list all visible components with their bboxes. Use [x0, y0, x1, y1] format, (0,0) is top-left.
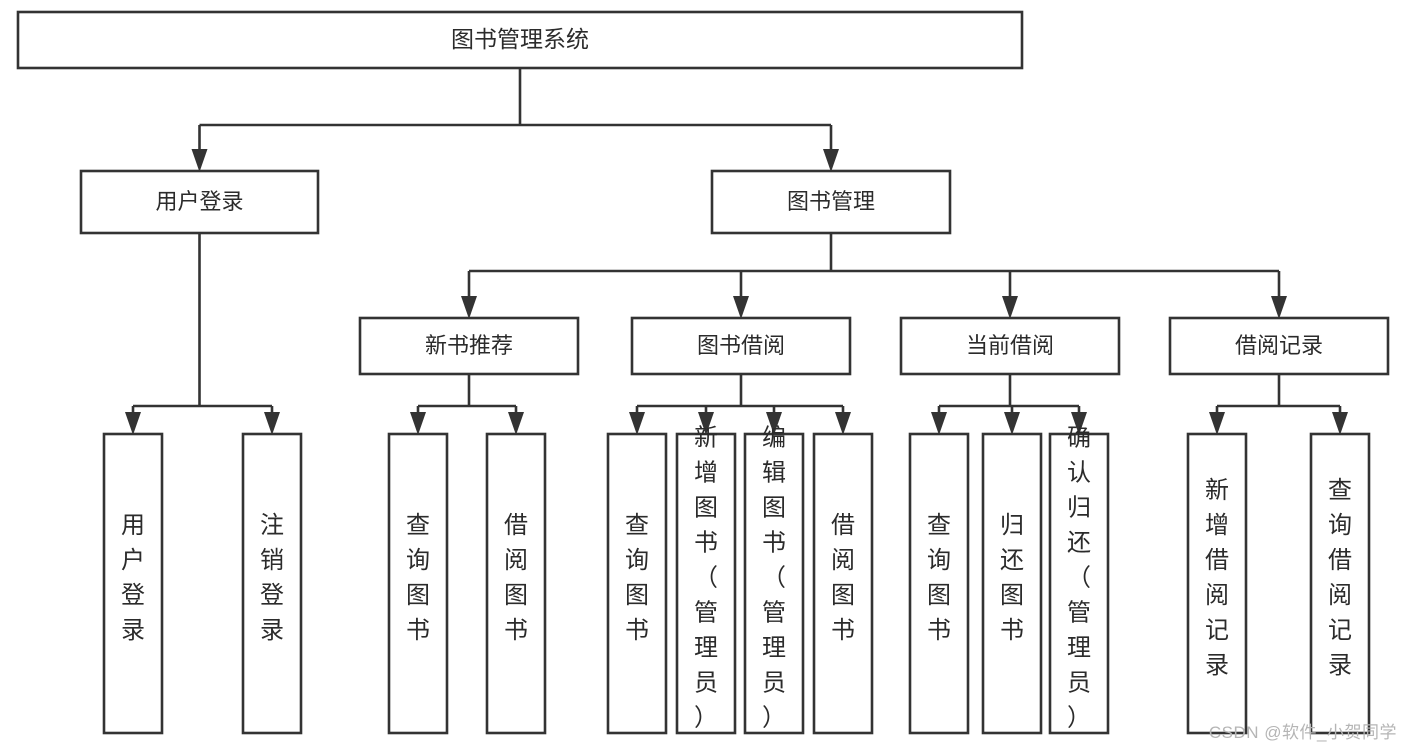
node-label-leaf-query-book-recommend: 查询图书 — [406, 512, 430, 644]
node-label-leaf-confirm-return-admin: 确认归还（管理员） — [1067, 425, 1091, 732]
node-label-leaf-borrow-book: 借阅图书 — [831, 512, 855, 644]
connector-book-manage-to-level3 — [461, 233, 1287, 319]
node-label-new-book-recommend: 新书推荐 — [425, 333, 513, 358]
node-label-leaf-logout-login: 注销登录 — [260, 512, 284, 644]
node-box-leaf-logout-login — [241, 432, 303, 735]
node-label-leaf-return-book: 归还图书 — [1000, 512, 1024, 644]
connector-borrow-to-leaves — [629, 374, 851, 435]
node-leaf-borrow-book[interactable]: 借阅图书 — [812, 432, 874, 735]
connector-root-to-level2 — [191, 68, 839, 172]
node-user-login[interactable]: 用户登录 — [79, 169, 320, 235]
node-label-leaf-user-login: 用户登录 — [121, 512, 145, 644]
node-root[interactable]: 图书管理系统 — [16, 10, 1024, 70]
node-label-book-manage: 图书管理 — [787, 189, 875, 214]
node-label-leaf-add-borrow-record: 新增借阅记录 — [1205, 477, 1229, 679]
node-label-leaf-query-book-current: 查询图书 — [927, 512, 951, 644]
node-label-leaf-add-book-admin: 新增图书（管理员） — [694, 425, 718, 732]
node-label-book-borrow: 图书借阅 — [697, 333, 785, 358]
node-layer: 图书管理系统用户登录图书管理新书推荐图书借阅当前借阅借阅记录用户登录注销登录查询… — [16, 10, 1390, 735]
node-box-leaf-add-borrow-record — [1186, 432, 1248, 735]
node-label-leaf-borrow-book-recommend: 借阅图书 — [504, 512, 528, 644]
node-box-leaf-add-book-admin — [675, 432, 737, 735]
node-box-leaf-borrow-book-recommend — [485, 432, 547, 735]
node-box-book-manage — [710, 169, 952, 235]
node-box-leaf-edit-book-admin — [743, 432, 805, 735]
node-leaf-confirm-return-admin[interactable]: 确认归还（管理员） — [1048, 425, 1110, 735]
node-box-current-borrow — [899, 316, 1121, 376]
connector-recommend-to-leaves — [410, 374, 524, 435]
node-leaf-return-book[interactable]: 归还图书 — [981, 432, 1043, 735]
csdn-watermark: CSDN @软件_小贺同学 — [1208, 723, 1397, 742]
connector-user-login-to-leaves — [125, 233, 280, 435]
node-leaf-add-book-admin[interactable]: 新增图书（管理员） — [675, 425, 737, 735]
node-leaf-borrow-book-recommend[interactable]: 借阅图书 — [485, 432, 547, 735]
node-label-borrow-record: 借阅记录 — [1235, 333, 1323, 358]
node-box-leaf-user-login — [102, 432, 164, 735]
node-leaf-query-book-current[interactable]: 查询图书 — [908, 432, 970, 735]
node-box-book-borrow — [630, 316, 852, 376]
node-leaf-user-login[interactable]: 用户登录 — [102, 432, 164, 735]
node-box-leaf-query-book-recommend — [387, 432, 449, 735]
node-label-leaf-edit-book-admin: 编辑图书（管理员） — [762, 425, 786, 732]
connector-layer — [125, 68, 1348, 435]
node-leaf-edit-book-admin[interactable]: 编辑图书（管理员） — [743, 425, 805, 735]
connector-current-to-leaves — [931, 374, 1087, 435]
node-box-leaf-query-borrow-record — [1309, 432, 1371, 735]
node-label-leaf-query-borrow-record: 查询借阅记录 — [1328, 477, 1352, 679]
node-box-leaf-return-book — [981, 432, 1043, 735]
node-box-borrow-record — [1168, 316, 1390, 376]
node-leaf-add-borrow-record[interactable]: 新增借阅记录 — [1186, 432, 1248, 735]
node-box-user-login — [79, 169, 320, 235]
node-book-borrow[interactable]: 图书借阅 — [630, 316, 852, 376]
node-label-leaf-query-book-borrow: 查询图书 — [625, 512, 649, 644]
node-box-leaf-query-book-current — [908, 432, 970, 735]
node-box-root — [16, 10, 1024, 70]
node-box-new-book-recommend — [358, 316, 580, 376]
node-label-user-login: 用户登录 — [155, 189, 243, 214]
node-box-leaf-borrow-book — [812, 432, 874, 735]
node-borrow-record[interactable]: 借阅记录 — [1168, 316, 1390, 376]
node-label-root: 图书管理系统 — [451, 26, 589, 52]
node-label-current-borrow: 当前借阅 — [966, 333, 1054, 358]
node-box-leaf-confirm-return-admin — [1048, 432, 1110, 735]
node-leaf-query-book-recommend[interactable]: 查询图书 — [387, 432, 449, 735]
node-current-borrow[interactable]: 当前借阅 — [899, 316, 1121, 376]
node-leaf-query-book-borrow[interactable]: 查询图书 — [606, 432, 668, 735]
node-box-leaf-query-book-borrow — [606, 432, 668, 735]
connector-record-to-leaves — [1209, 374, 1348, 435]
node-new-book-recommend[interactable]: 新书推荐 — [358, 316, 580, 376]
node-book-manage[interactable]: 图书管理 — [710, 169, 952, 235]
node-leaf-query-borrow-record[interactable]: 查询借阅记录 — [1309, 432, 1371, 735]
node-leaf-logout-login[interactable]: 注销登录 — [241, 432, 303, 735]
